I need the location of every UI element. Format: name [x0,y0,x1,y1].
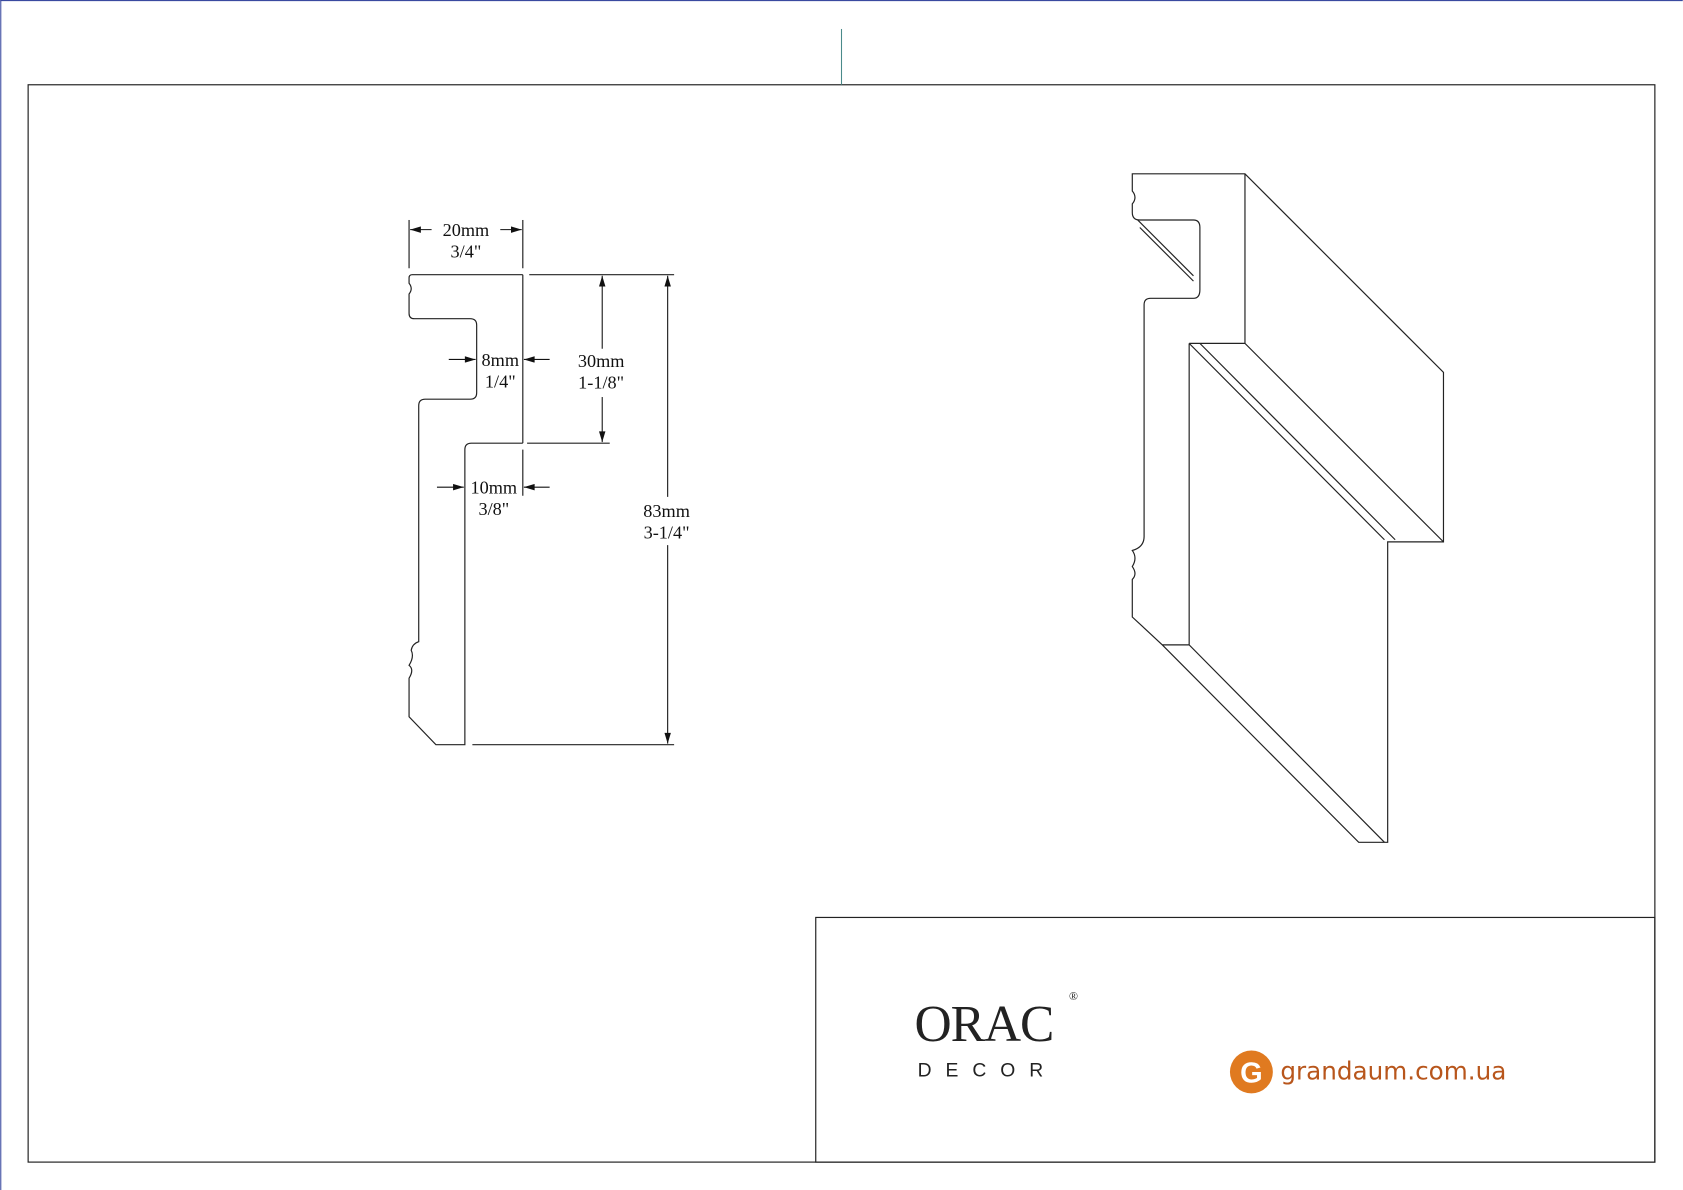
orac-logo-text: ORAC [914,996,1053,1053]
dim-83mm-label: 83mm [643,501,690,521]
dimension-30mm: 30mm 1-1/8" [527,274,675,444]
dim-83mm-inch: 3-1/4" [644,523,690,543]
g-logo-letter: G [1240,1058,1263,1090]
dim-8mm-inch: 1/4" [485,371,516,391]
profile-3d-view [1131,173,1445,843]
dimension-10mm: 10mm 3/8" [436,449,550,519]
dim-30mm-inch: 1-1/8" [578,372,624,392]
dim-30mm-label: 30mm [578,351,625,371]
site-url[interactable]: grandaum.com.ua [1280,1056,1506,1085]
dimension-8mm: 8mm 1/4" [448,350,550,391]
dim-10mm-label: 10mm [471,478,518,498]
dim-20mm-inch: 3/4" [451,242,482,262]
profile-section [408,274,524,746]
dim-8mm-label: 8mm [482,350,519,370]
drawing-frame [27,84,1656,1163]
dim-10mm-inch: 3/8" [478,499,509,519]
grandaum-logo[interactable]: G grandaum.com.ua [1229,1050,1506,1094]
orac-decor-logo: ORAC ® DECOR [914,989,1078,1081]
title-block [815,916,1656,1163]
registered-mark: ® [1069,989,1078,1003]
decor-logo-text: DECOR [918,1060,1057,1081]
g-logo-icon [1229,1050,1273,1094]
dimension-20mm: 20mm 3/4" [408,219,524,269]
dim-20mm-label: 20mm [443,220,490,240]
dimension-83mm: 83mm 3-1/4" [472,275,690,746]
